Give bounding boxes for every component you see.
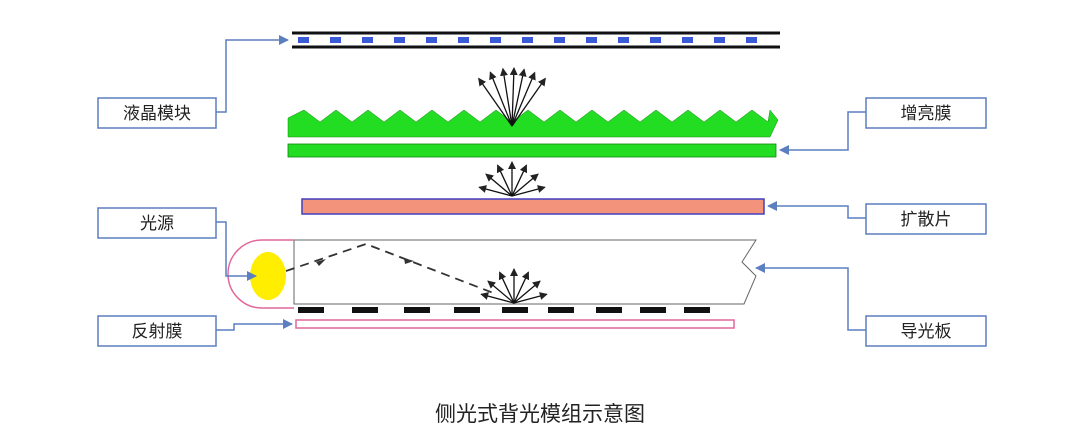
light-ray — [511, 173, 539, 197]
lcd-pixel-dots — [298, 37, 757, 43]
light-ray-fan-icon — [478, 161, 546, 197]
light-ray — [478, 185, 513, 197]
lcd-pixel-dot — [490, 37, 501, 43]
label-box — [865, 315, 987, 347]
connector-brightness-film — [779, 111, 866, 155]
lcd-pixel-dot — [618, 37, 629, 43]
light-guide-dot — [454, 307, 480, 313]
lcd-pixel-dot — [746, 37, 757, 43]
light-ray — [511, 164, 528, 197]
lcd-pixel-dot — [426, 37, 437, 43]
connector-light-guide-plate — [755, 263, 866, 331]
light-ray — [511, 185, 546, 197]
connector-lcd-module — [216, 35, 289, 113]
light-ray — [513, 280, 541, 304]
light-ray — [478, 77, 513, 127]
light-ray — [485, 173, 513, 197]
lamp-reflector — [227, 239, 294, 309]
light-ray — [480, 292, 515, 304]
lcd-pixel-dot — [458, 37, 469, 43]
light-guide-dot — [548, 307, 574, 313]
label-box — [97, 207, 217, 239]
lcd-pixel-dot — [586, 37, 597, 43]
lcd-pixel-dot — [330, 37, 341, 43]
light-ray — [500, 67, 513, 127]
label-reflective-film: 反射膜 — [97, 315, 217, 347]
light-guide-dot — [404, 307, 430, 313]
lcd-pixel-dot — [298, 37, 309, 43]
brightness-film-layer — [287, 109, 779, 158]
connector-light-source — [216, 221, 257, 281]
light-source-lamp — [250, 252, 286, 300]
label-reflective-film-text: 反射膜 — [132, 322, 183, 342]
light-ray — [498, 271, 515, 304]
connector-diffuser — [767, 201, 866, 219]
brightness-film-base — [287, 143, 777, 158]
label-brightness-film-text: 增亮膜 — [901, 104, 952, 124]
diagram-caption: 侧光式背光模组示意图 — [435, 402, 645, 426]
light-path-arrowhead-1 — [316, 259, 326, 266]
light-guide-dot — [684, 307, 710, 313]
label-box — [865, 97, 987, 129]
label-diffuser: 扩散片 — [865, 203, 987, 235]
label-diffuser-text: 扩散片 — [901, 210, 952, 230]
light-source-assembly — [227, 239, 294, 309]
reflective-film-sheet — [295, 319, 735, 329]
label-lcd-module: 液晶模块 — [97, 97, 217, 129]
light-ray — [487, 280, 515, 304]
light-ray — [511, 71, 536, 127]
diffuser-sheet — [301, 198, 765, 215]
lcd-pixel-dot — [714, 37, 725, 43]
label-box — [865, 203, 987, 235]
light-ray — [489, 71, 513, 127]
callout-connectors — [216, 35, 866, 331]
light-guide-dot-pattern — [298, 307, 710, 313]
light-ray-fans — [478, 67, 548, 304]
light-path-arrowhead-2 — [404, 258, 414, 264]
lcd-pixel-dot — [650, 37, 661, 43]
light-guide-dot — [352, 307, 378, 313]
label-light-guide-plate: 导光板 — [865, 315, 987, 347]
lcd-pixel-dot — [682, 37, 693, 43]
label-light-source-text: 光源 — [140, 214, 174, 234]
light-ray — [511, 77, 546, 127]
light-guide-dot — [502, 307, 528, 313]
light-guide-dot — [596, 307, 622, 313]
lcd-pixel-dot — [362, 37, 373, 43]
lcd-pixel-dot — [394, 37, 405, 43]
light-ray-fan-icon — [480, 268, 548, 304]
light-guide-dot — [640, 307, 666, 313]
label-box — [97, 315, 217, 347]
light-guide-plate-layer — [293, 239, 757, 313]
light-ray — [511, 68, 527, 127]
lcd-module-layer — [292, 31, 780, 49]
label-lcd-module-text: 液晶模块 — [123, 104, 191, 124]
light-ray — [513, 292, 548, 304]
lcd-pixel-dot — [522, 37, 533, 43]
lcd-pixel-dot — [554, 37, 565, 43]
light-ray — [513, 271, 530, 304]
connector-reflective-film — [216, 319, 293, 331]
label-box — [97, 97, 217, 129]
light-ray — [496, 164, 513, 197]
light-guide-plate — [293, 239, 757, 305]
label-brightness-film: 增亮膜 — [865, 97, 987, 129]
light-ray — [509, 67, 518, 127]
light-ray-fan-icon — [478, 67, 546, 127]
light-guide-dot — [298, 307, 324, 313]
prism-sheet — [287, 109, 779, 138]
label-light-guide-plate-text: 导光板 — [901, 322, 952, 342]
label-light-source: 光源 — [97, 207, 217, 239]
light-path-dashed — [285, 243, 497, 295]
